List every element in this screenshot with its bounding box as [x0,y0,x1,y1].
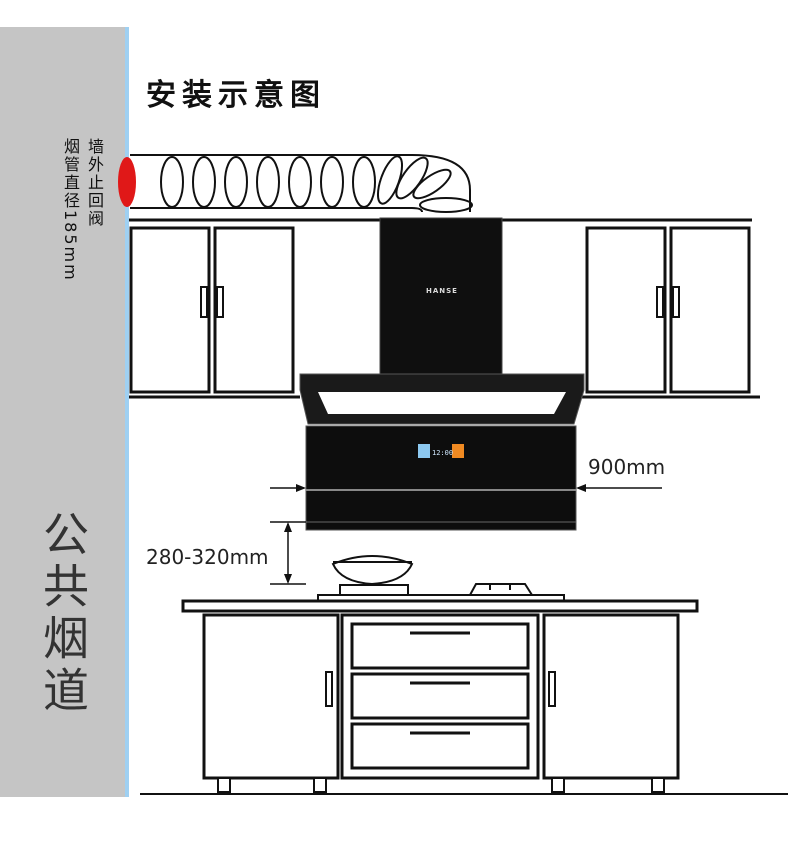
range-hood: 12:00 [299,217,585,531]
upper-cabinet-left [129,226,295,394]
flue-label: 公共烟道 [36,510,90,718]
upper-cabinet-right [585,226,751,394]
width-label: 900mm [588,455,666,479]
light-button [452,444,464,458]
countertop [181,599,699,613]
height-dimension [270,521,306,585]
display-time: 12:00 [432,449,453,457]
wind-button [418,444,430,458]
exhaust-duct [118,154,473,213]
wok [331,555,414,586]
check-valve-label: 墙外止回阀 [85,138,104,228]
wall-edge [125,27,129,797]
brand-logo: HANSE [426,287,458,295]
width-dimension [270,484,662,492]
flue-wall [0,27,128,797]
height-label: 280-320mm [146,545,269,569]
check-valve [118,157,136,207]
pipe-diameter-label: 烟管直径185mm [61,138,80,282]
gas-stove [317,583,565,602]
base-cabinet [202,613,680,793]
page-title: 安装示意图 [146,78,326,113]
